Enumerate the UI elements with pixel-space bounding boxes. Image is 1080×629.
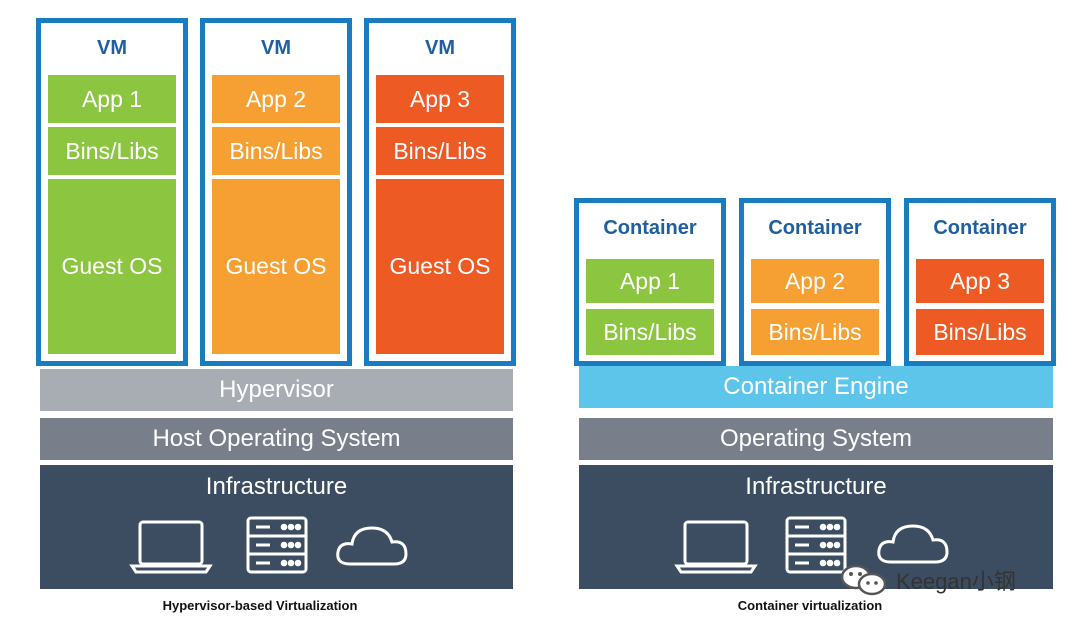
vm-app: App 2 [212, 75, 340, 123]
watermark-text: Keegan小钢 [896, 569, 1016, 594]
vm-app: App 3 [376, 75, 504, 123]
hypervisor-layer: Hypervisor [40, 369, 513, 411]
server-icon [785, 516, 847, 574]
container-bins-libs: Bins/Libs [751, 309, 879, 355]
vm-title: VM [261, 37, 291, 59]
host-os-layer: Host Operating System [40, 418, 513, 460]
container-bins-libs: Bins/Libs [586, 309, 714, 355]
infrastructure-layer: Infrastructure [40, 465, 513, 589]
vm-frame-1: VM App 1 Bins/Libs Guest OS [36, 18, 188, 366]
vm-title: VM [97, 37, 127, 59]
operating-system-layer: Operating System [579, 418, 1053, 460]
laptop-icon [674, 520, 758, 574]
vm-bins-libs: Bins/Libs [212, 127, 340, 175]
vm-guest-os: Guest OS [48, 179, 176, 354]
vm-app: App 1 [48, 75, 176, 123]
caption-container: Container virtualization [737, 598, 883, 613]
caption-hypervisor: Hypervisor-based Virtualization [162, 598, 358, 613]
container-frame-1: Container App 1 Bins/Libs [574, 198, 726, 366]
container-app: App 3 [916, 259, 1044, 303]
infrastructure-label: Infrastructure [745, 473, 887, 500]
container-title: Container [603, 217, 697, 239]
vm-guest-os: Guest OS [376, 179, 504, 354]
container-bins-libs: Bins/Libs [916, 309, 1044, 355]
cloud-icon [877, 524, 949, 564]
server-icon [246, 516, 308, 574]
vm-frame-2: VM App 2 Bins/Libs Guest OS [200, 18, 352, 366]
vm-guest-os: Guest OS [212, 179, 340, 354]
container-title: Container [768, 217, 862, 239]
vm-bins-libs: Bins/Libs [48, 127, 176, 175]
cloud-icon [336, 526, 408, 566]
infra-icons-left [129, 516, 408, 574]
vm-frame-3: VM App 3 Bins/Libs Guest OS [364, 18, 516, 366]
infra-icons-right [674, 516, 949, 574]
vm-title: VM [425, 37, 455, 59]
vm-bins-libs: Bins/Libs [376, 127, 504, 175]
container-title: Container [933, 217, 1027, 239]
container-engine-layer: Container Engine [579, 366, 1053, 408]
container-frame-2: Container App 2 Bins/Libs [739, 198, 891, 366]
infrastructure-layer-right: Infrastructure [579, 465, 1053, 589]
watermark: Keegan小钢 [838, 560, 1068, 600]
container-frame-3: Container App 3 Bins/Libs [904, 198, 1056, 366]
infrastructure-label: Infrastructure [205, 473, 348, 500]
container-app: App 2 [751, 259, 879, 303]
laptop-icon [129, 520, 213, 574]
container-app: App 1 [586, 259, 714, 303]
wechat-icon [840, 564, 887, 596]
